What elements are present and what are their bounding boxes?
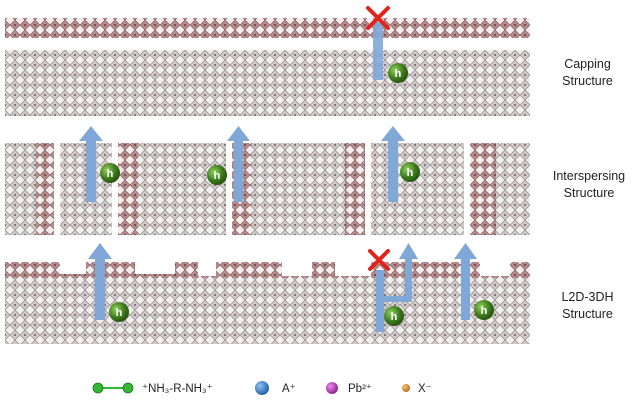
legend-item-x: X⁻ bbox=[402, 383, 432, 395]
legend-label-pb: Pb²⁺ bbox=[348, 383, 372, 395]
interspersing-label-line2: Structure bbox=[563, 186, 615, 200]
spacer-cation: h bbox=[100, 163, 120, 183]
surface-void bbox=[135, 262, 175, 274]
spacer-glyph: h bbox=[395, 68, 402, 80]
spacer-cation: h bbox=[207, 165, 227, 185]
blocked-mark bbox=[368, 249, 390, 271]
transport-arrow bbox=[454, 243, 477, 320]
surface-void bbox=[480, 262, 510, 276]
legend-label-ligand: ⁺NH₃-R-NH₃⁺ bbox=[142, 383, 213, 395]
transport-arrow bbox=[88, 243, 112, 320]
transport-arrow bbox=[227, 126, 250, 202]
capping-label-line1: Capping bbox=[564, 57, 611, 71]
surface-void bbox=[335, 262, 371, 276]
capping-gap bbox=[5, 38, 530, 50]
spacer-cation: h bbox=[388, 63, 408, 83]
interspersed-column bbox=[470, 143, 496, 235]
spacer-cation: h bbox=[109, 302, 129, 322]
capping-top-layer bbox=[5, 18, 530, 38]
l2d3dh-structure-label: L2D-3DH Structure bbox=[540, 289, 635, 323]
capping-panel: h bbox=[5, 6, 530, 116]
capping-structure-label: Capping Structure bbox=[540, 56, 635, 90]
spacer-glyph: h bbox=[214, 170, 221, 182]
legend-label-x: X⁻ bbox=[418, 383, 432, 395]
legend-item-pb: Pb²⁺ bbox=[326, 382, 372, 395]
interspersed-gap bbox=[464, 143, 470, 235]
legend-item-a-cation: A⁺ bbox=[255, 381, 296, 395]
x-anion-icon bbox=[402, 384, 410, 392]
interspersed-gap bbox=[365, 143, 371, 235]
legend: ⁺NH₃-R-NH₃⁺ A⁺ Pb²⁺ X⁻ bbox=[92, 381, 432, 395]
capping-bulk bbox=[5, 50, 530, 116]
spacer-glyph: h bbox=[391, 311, 398, 323]
interspersing-panel: h h h bbox=[5, 126, 530, 235]
interspersed-gap bbox=[54, 143, 60, 235]
interspersing-bulk bbox=[5, 143, 530, 235]
interspersed-column bbox=[345, 143, 365, 235]
spacer-cation: h bbox=[400, 162, 420, 182]
legend-item-ligand: ⁺NH₃-R-NH₃⁺ bbox=[92, 382, 213, 395]
legend-label-a-cation: A⁺ bbox=[282, 383, 296, 395]
branched-arrow bbox=[376, 243, 418, 332]
interspersed-gap bbox=[226, 143, 232, 235]
interspersed-column bbox=[118, 143, 138, 235]
transport-arrow bbox=[381, 126, 405, 202]
capping-label-line2: Structure bbox=[562, 74, 613, 88]
l2d3dh-bulk bbox=[5, 278, 530, 344]
interspersing-structure-label: Interspersing Structure bbox=[540, 168, 638, 202]
interspersed-column bbox=[36, 143, 54, 235]
spacer-glyph: h bbox=[116, 307, 123, 319]
spacer-glyph: h bbox=[481, 305, 488, 317]
spacer-glyph: h bbox=[407, 167, 414, 179]
a-cation-icon bbox=[255, 381, 269, 395]
interspersing-label-line1: Interspersing bbox=[552, 169, 626, 183]
capping-blocked-arrow-shaft bbox=[373, 22, 383, 80]
l2d3dh-label-line2: Structure bbox=[562, 307, 613, 321]
l2d3dh-label-line1: L2D-3DH bbox=[561, 290, 614, 304]
surface-void bbox=[198, 262, 216, 276]
interspersed-gap bbox=[112, 143, 118, 235]
surface-void bbox=[282, 262, 312, 276]
surface-void bbox=[60, 260, 86, 274]
spacer-cation: h bbox=[384, 306, 404, 326]
l2d3dh-panel: h h h bbox=[5, 243, 530, 344]
blocked-mark bbox=[366, 6, 390, 30]
spacer-cation: h bbox=[474, 300, 494, 320]
transport-arrow bbox=[79, 126, 103, 202]
spacer-glyph: h bbox=[107, 168, 114, 180]
pb-icon bbox=[326, 382, 338, 394]
